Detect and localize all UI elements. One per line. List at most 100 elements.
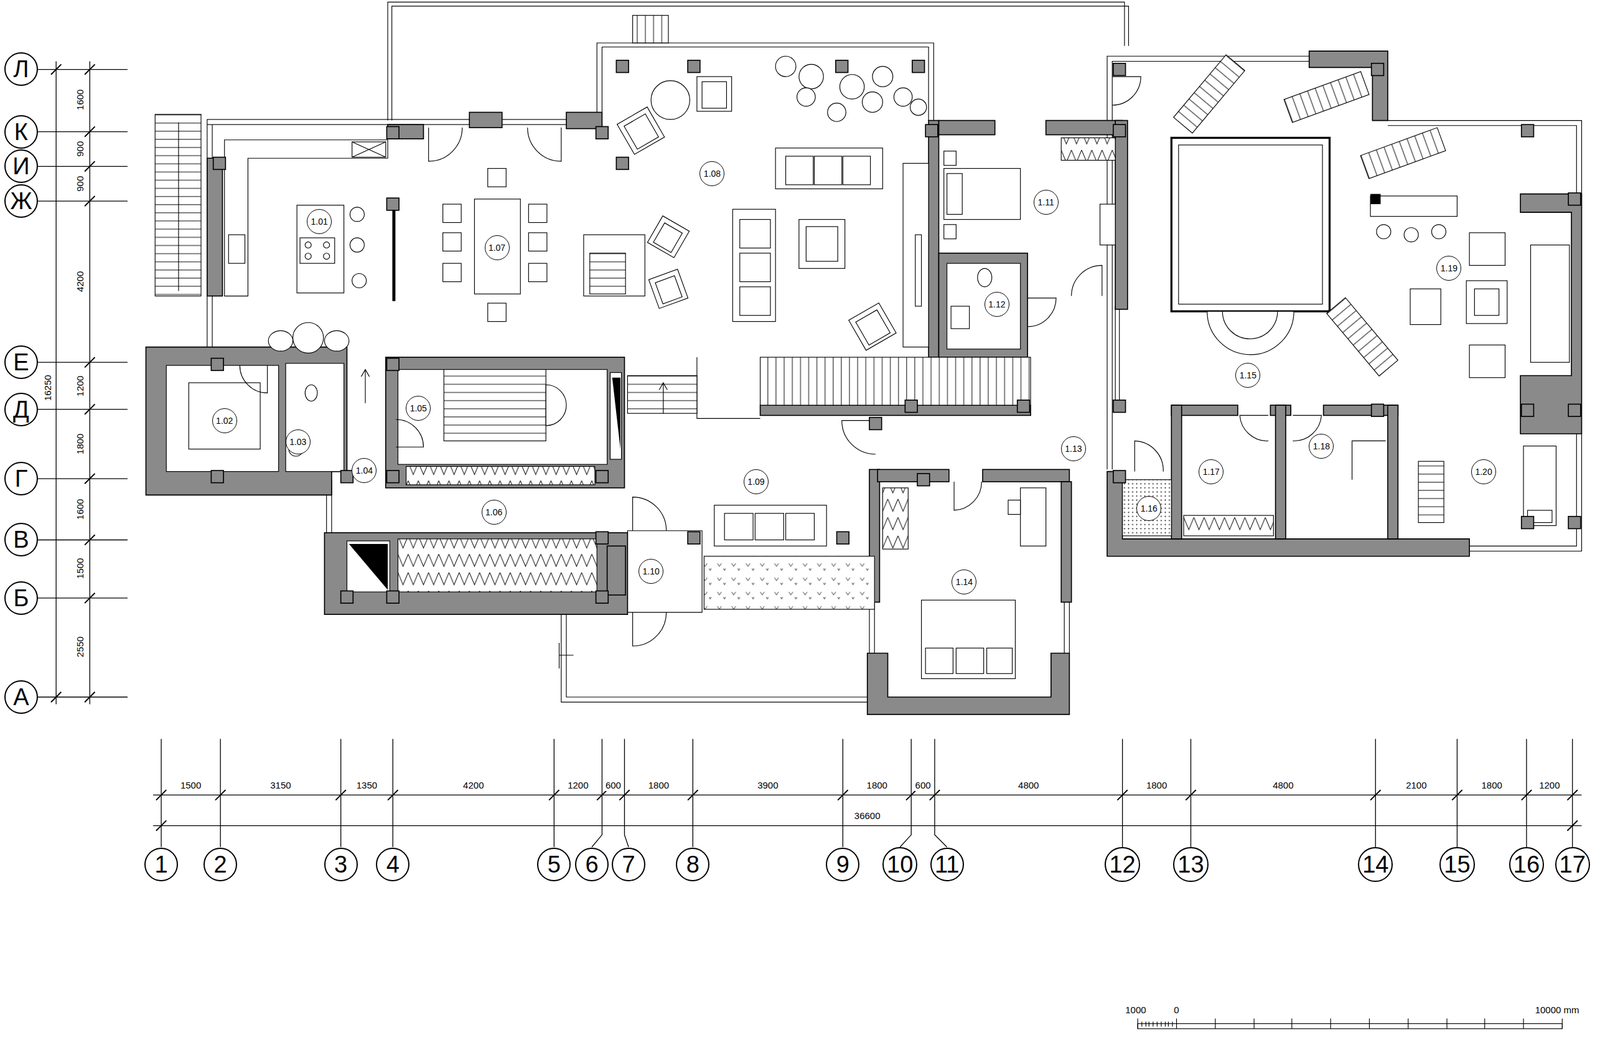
room-number: 1.12: [988, 299, 1006, 309]
dimension-lines: [37, 69, 128, 698]
dimension-label: 1600: [75, 88, 86, 111]
wall: [1323, 405, 1399, 416]
column: [835, 60, 849, 73]
kitchen-furniture: [349, 207, 365, 222]
axis-label: 16: [1513, 852, 1540, 877]
room-tag: 1.15: [1235, 362, 1261, 388]
column: [1568, 192, 1581, 206]
column: [1521, 516, 1535, 529]
dimension-label: 36600: [853, 810, 882, 822]
bedroom-furniture: [1008, 500, 1021, 515]
axis-bubble: 10: [882, 846, 918, 882]
exterior-outline: [627, 530, 702, 613]
bedroom-furniture: [921, 599, 1016, 679]
axis-label: 5: [547, 852, 561, 877]
pool-area: [1530, 245, 1570, 363]
axis-label: И: [12, 154, 30, 178]
room-tag: 1.01: [306, 209, 332, 234]
axis-bubble: Б: [4, 581, 38, 615]
column: [687, 60, 701, 73]
room-tag: 1.11: [1033, 189, 1059, 215]
axis-label: Е: [13, 350, 29, 375]
axis-label: Ж: [9, 189, 32, 213]
dimension-label: 3900: [756, 780, 779, 791]
dimension-label: 4800: [1017, 780, 1040, 791]
axis-label: 7: [621, 852, 635, 877]
living-furniture: [915, 234, 922, 307]
bedroom-furniture: [977, 268, 992, 287]
wall: [324, 532, 628, 615]
wall: [1520, 194, 1582, 434]
axis-bubble: 17: [1555, 846, 1591, 882]
wall: [385, 357, 625, 488]
bedroom-furniture: [987, 647, 1013, 674]
wall: [928, 120, 939, 358]
living-furniture: [583, 56, 929, 546]
pool-area: [1178, 145, 1323, 305]
living-furniture: [647, 215, 689, 258]
living-furniture: [872, 66, 894, 88]
axis-bubble: 16: [1509, 846, 1544, 882]
column: [616, 60, 629, 73]
axis-label: 12: [1108, 852, 1136, 877]
living-furniture: [775, 148, 883, 190]
living-furniture: [902, 163, 929, 347]
dimension-label: 600: [604, 780, 622, 791]
living-furniture: [805, 226, 838, 262]
dimension-lines: [156, 789, 1578, 831]
axis-bubble: 8: [675, 847, 710, 882]
column: [386, 358, 399, 371]
living-furniture: [732, 209, 776, 322]
room-tag: 1.10: [638, 558, 664, 584]
scale-bar: [1137, 1023, 1563, 1029]
room-number: 1.14: [955, 577, 973, 587]
room-interior: [346, 540, 390, 592]
exterior-outline: [697, 357, 761, 419]
kitchen-furniture: [224, 140, 548, 457]
room-interior: [610, 372, 622, 460]
wall: [1171, 405, 1182, 539]
room-number: 1.02: [215, 416, 233, 426]
bedroom-furniture: [1100, 204, 1116, 246]
room-interior: [397, 538, 597, 592]
dimension-label: 1800: [75, 433, 86, 455]
bedroom-furniture: [955, 647, 984, 674]
pool-area: [1474, 288, 1499, 316]
column: [1521, 403, 1535, 417]
door-swing: [1027, 298, 1057, 327]
column: [1521, 124, 1535, 137]
column: [341, 590, 354, 604]
dimension-label: 1200: [1538, 780, 1561, 791]
door-swing: [428, 127, 463, 162]
kitchen-furniture: [443, 204, 462, 223]
axis-bubble: 9: [825, 847, 860, 882]
wall: [145, 347, 347, 496]
pool-area: [1376, 224, 1391, 239]
bedroom-furniture: [944, 224, 957, 239]
column: [596, 590, 609, 604]
bedroom-furniture: [1020, 487, 1047, 546]
room-number: 1.01: [311, 217, 328, 226]
dimension-label: 1350: [355, 780, 378, 791]
column: [210, 60, 1581, 604]
living-furniture: [848, 303, 897, 351]
pool-area: [1283, 71, 1370, 123]
axis-label: В: [13, 527, 29, 552]
room-number: 1.11: [1038, 197, 1055, 207]
dimension-label: 1800: [866, 780, 889, 791]
room-interior: [1352, 440, 1386, 480]
living-furniture: [583, 234, 645, 296]
living-furniture: [797, 87, 816, 107]
kitchen-furniture: [487, 303, 507, 322]
living-furniture: [839, 74, 864, 99]
living-furniture: [785, 156, 814, 185]
scale-label: 10000 mm: [1534, 1005, 1581, 1016]
dimension-lines: [37, 60, 1582, 847]
pool-area: [1431, 224, 1446, 239]
room-tag: 1.08: [699, 161, 725, 187]
kitchen-furniture: [349, 237, 365, 253]
room-tag: 1.02: [212, 408, 238, 434]
room-number: 1.15: [1239, 370, 1257, 380]
axis-label: 3: [334, 852, 348, 877]
column: [596, 470, 609, 483]
